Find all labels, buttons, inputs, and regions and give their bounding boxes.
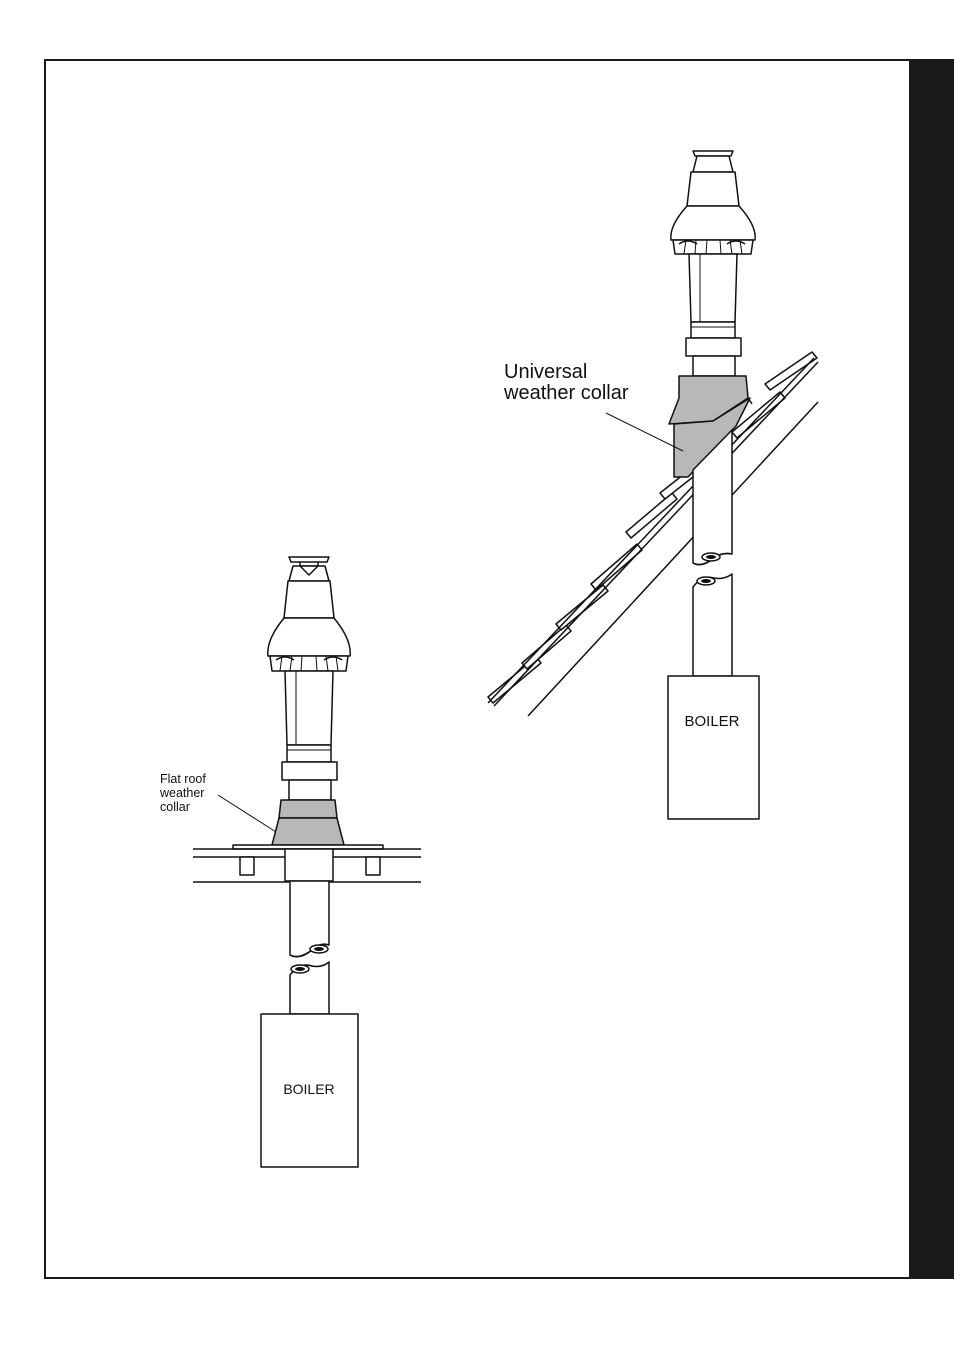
flat-roof-weather-collar bbox=[233, 800, 383, 849]
right-terminal-tube bbox=[686, 254, 741, 376]
flat-roof-installation: BOILER Flat roof weather collar bbox=[159, 557, 421, 1167]
left-terminal-cap bbox=[268, 557, 350, 671]
right-boiler: BOILER bbox=[668, 676, 759, 819]
pitched-roof-installation: BOILER Universal weather collar bbox=[488, 151, 818, 819]
flat-collar-label-line1: Flat roof bbox=[160, 772, 206, 786]
flat-roof-collar-callout: Flat roof weather collar bbox=[159, 772, 276, 832]
right-boiler-label: BOILER bbox=[684, 713, 739, 730]
pitched-roof-tiles bbox=[488, 352, 818, 716]
flat-collar-label-line3: collar bbox=[160, 800, 190, 814]
left-terminal-tube bbox=[282, 671, 337, 800]
universal-collar-label-line2: weather collar bbox=[503, 382, 629, 404]
right-flue-pipe bbox=[693, 430, 732, 676]
left-boiler-label: BOILER bbox=[283, 1081, 334, 1097]
left-boiler: BOILER bbox=[261, 1014, 358, 1167]
left-flue-pipe bbox=[290, 881, 329, 1014]
right-terminal-cap bbox=[671, 151, 755, 254]
flat-collar-label-line2: weather bbox=[159, 786, 204, 800]
flat-roof-deck bbox=[193, 849, 421, 882]
universal-collar-callout: Universal weather collar bbox=[503, 361, 683, 451]
universal-collar-label-line1: Universal bbox=[504, 361, 587, 383]
